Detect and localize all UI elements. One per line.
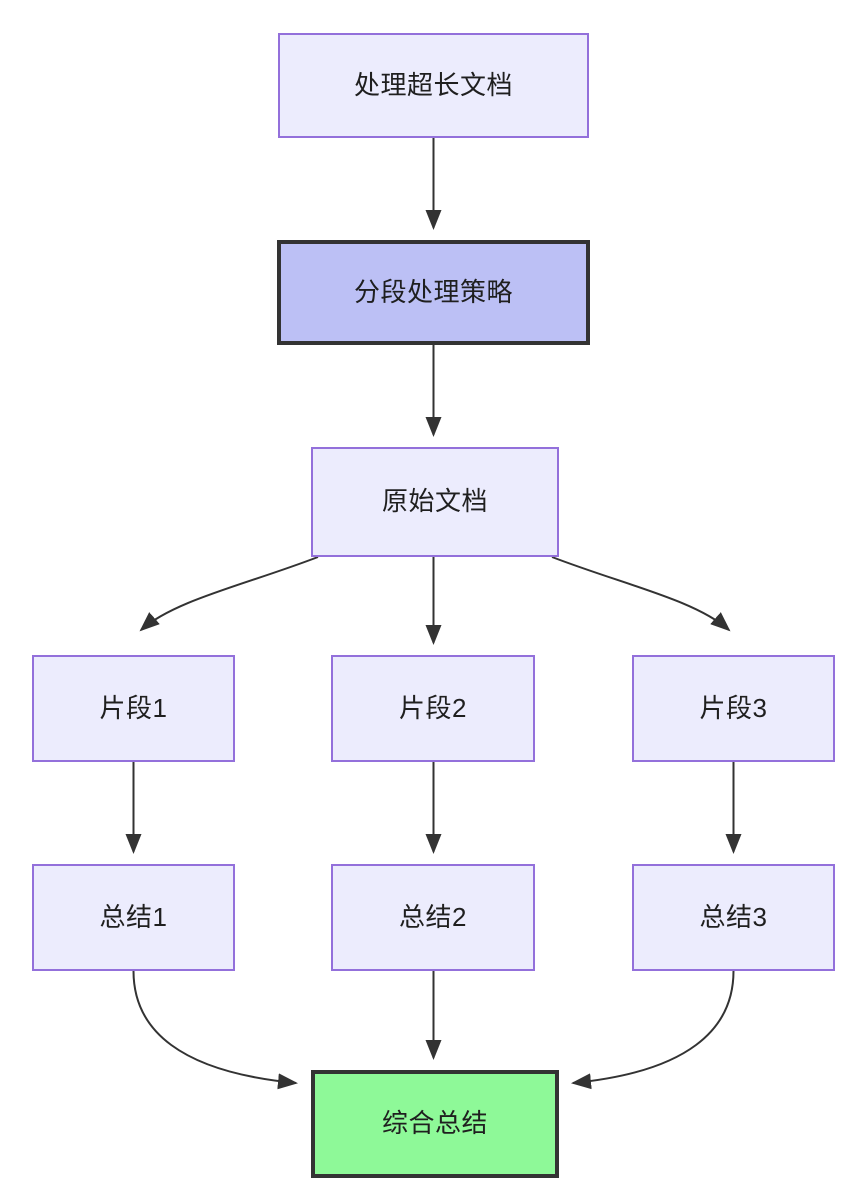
edge-sum1-to-final xyxy=(132,970,298,1090)
node-label: 分段处理策略 xyxy=(353,276,513,307)
edge-sum3-to-final xyxy=(571,970,735,1090)
node-label: 处理超长文档 xyxy=(353,69,513,100)
node-source-document[interactable]: 原始文档 xyxy=(311,447,559,557)
node-fragment-3[interactable]: 片段3 xyxy=(632,655,835,762)
node-label: 片段2 xyxy=(399,692,467,723)
node-chunking-strategy[interactable]: 分段处理策略 xyxy=(277,240,590,345)
node-process-long-document[interactable]: 处理超长文档 xyxy=(278,33,589,138)
node-summary-1[interactable]: 总结1 xyxy=(32,864,235,971)
node-summary-2[interactable]: 总结2 xyxy=(331,864,535,971)
node-fragment-1[interactable]: 片段1 xyxy=(32,655,235,762)
edge-source-to-frag1 xyxy=(139,556,319,632)
node-label: 总结2 xyxy=(399,901,467,932)
node-fragment-2[interactable]: 片段2 xyxy=(331,655,535,762)
edge-source-to-frag3 xyxy=(551,556,731,632)
node-label: 总结3 xyxy=(699,901,768,932)
node-label: 总结1 xyxy=(99,901,168,932)
node-label: 综合总结 xyxy=(381,1108,488,1139)
node-summary-3[interactable]: 总结3 xyxy=(632,864,835,971)
node-label: 片段3 xyxy=(699,692,768,723)
node-label: 片段1 xyxy=(99,692,168,723)
node-combined-summary[interactable]: 综合总结 xyxy=(311,1070,559,1178)
node-label: 原始文档 xyxy=(381,486,488,517)
